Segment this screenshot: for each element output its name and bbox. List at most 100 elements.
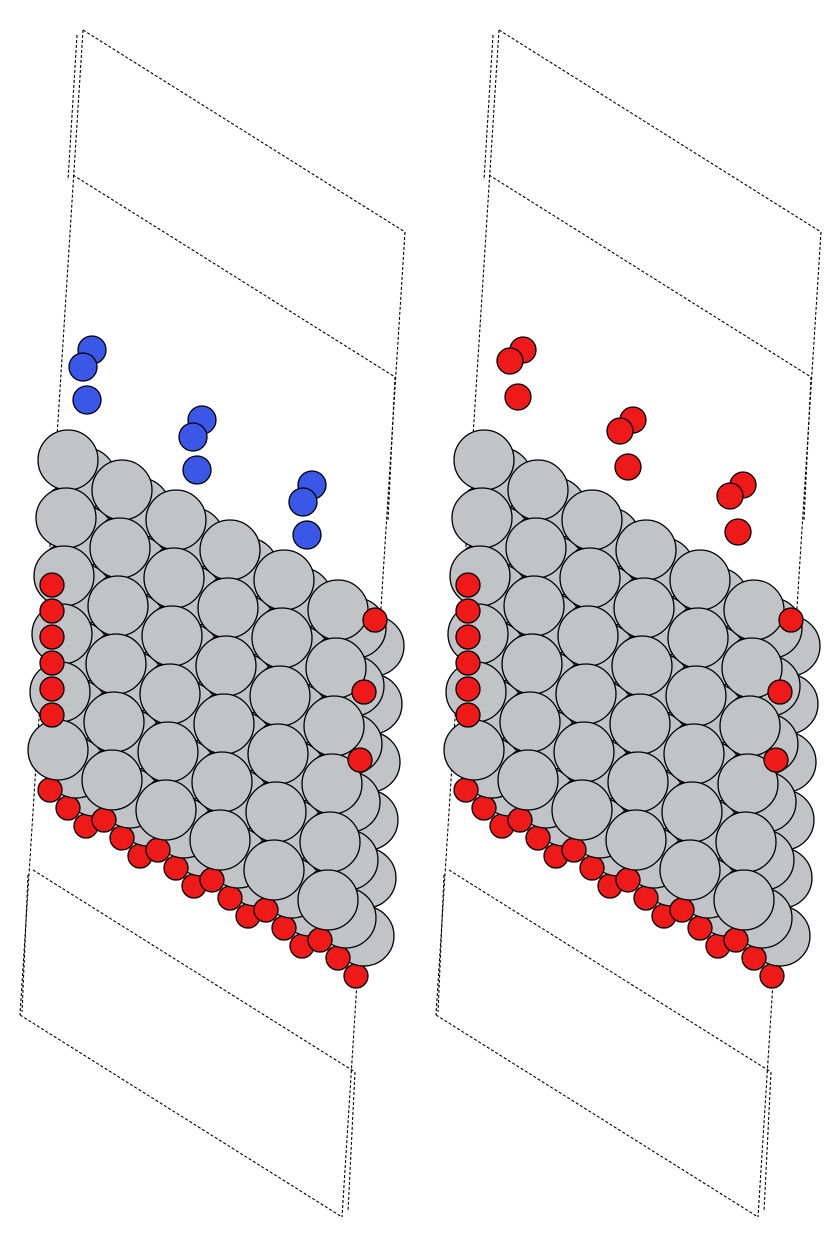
cell-edge	[763, 1071, 772, 1213]
cell-edge	[67, 34, 78, 181]
cell-edge	[387, 376, 396, 521]
oxygen-atom	[453, 777, 479, 803]
metal-atom	[91, 459, 153, 521]
edge-oxygen-atom	[39, 702, 65, 728]
metal-atom	[453, 429, 515, 491]
edge-oxygen-atom	[351, 679, 377, 705]
panel-right	[435, 29, 822, 1218]
edge-oxygen-atom	[39, 624, 65, 650]
edge-oxygen-atom	[455, 702, 481, 728]
metal-atom	[193, 693, 255, 755]
metal-atom	[249, 665, 311, 727]
metal-atom	[667, 607, 729, 669]
adsorbates	[496, 336, 757, 546]
metal-atom	[253, 549, 315, 611]
adsorbate-atom	[504, 383, 532, 411]
oxygen-atom	[723, 927, 749, 953]
metal-atom	[555, 663, 617, 725]
metal-atom	[143, 547, 205, 609]
metal-atom	[559, 547, 621, 609]
edge-oxygen-atom	[763, 747, 789, 773]
metal-atom	[245, 781, 307, 843]
metal-atom	[247, 723, 309, 785]
metal-atom	[85, 633, 147, 695]
cell-edge	[488, 174, 812, 378]
cell-edge	[448, 869, 772, 1073]
oxygen-atom	[741, 945, 767, 971]
metal-atom	[607, 751, 669, 813]
metal-atom	[195, 635, 257, 697]
metal-atom	[443, 719, 505, 781]
oxygen-atom	[145, 837, 171, 863]
adsorbate-atom	[716, 482, 744, 510]
metal-atom	[713, 869, 775, 931]
metal-atom	[609, 693, 671, 755]
metal-atom	[715, 811, 777, 873]
metal-atom	[665, 665, 727, 727]
metal-atom	[87, 575, 149, 637]
metal-atom	[505, 517, 567, 579]
metal-atom	[659, 839, 721, 901]
cell-edge	[19, 29, 84, 1016]
oxygen-atom	[561, 837, 587, 863]
adsorbate-atom	[72, 385, 102, 415]
edge-oxygen-atom	[362, 607, 388, 633]
metal-atom	[501, 633, 563, 695]
edge-oxygen-atom	[455, 572, 481, 598]
adsorbate-atom	[182, 455, 212, 485]
oxygen-atom	[307, 927, 333, 953]
oxygen-atom	[55, 795, 81, 821]
edge-oxygen-atom	[767, 679, 793, 705]
oxygen-atom	[525, 825, 551, 851]
metal-atom	[197, 577, 259, 639]
edge-oxygen-atom	[455, 624, 481, 650]
cell-edge	[498, 29, 822, 233]
metal-atom	[89, 517, 151, 579]
edge-oxygen-atom	[778, 607, 804, 633]
cell-edge	[19, 1014, 343, 1218]
metal-atom	[191, 751, 253, 813]
adsorbate-atom	[724, 518, 752, 546]
edge-oxygen-atom	[455, 676, 481, 702]
metal-atom	[613, 577, 675, 639]
metal-atom	[507, 459, 569, 521]
adsorbates	[68, 335, 327, 550]
metal-atom	[605, 809, 667, 871]
oxygen-atom	[109, 825, 135, 851]
metal-atom	[499, 691, 561, 753]
metal-atom	[615, 519, 677, 581]
metal-atom	[723, 579, 785, 641]
metal-atom	[561, 489, 623, 551]
oxygen-atom	[343, 963, 369, 989]
metal-atom	[141, 605, 203, 667]
cell-edge	[21, 874, 29, 1013]
edge-oxygen-atom	[39, 650, 65, 676]
edge-oxygen-atom	[39, 572, 65, 598]
adsorbate-atom	[178, 422, 208, 452]
metal-atom	[303, 695, 365, 757]
oxygen-atom	[199, 867, 225, 893]
oxygen-atom	[507, 807, 533, 833]
edge-oxygen-atom	[455, 598, 481, 624]
metal-atom	[307, 579, 369, 641]
metal-atom	[551, 779, 613, 841]
adsorbate-atom	[496, 347, 524, 375]
metal-atom	[27, 719, 89, 781]
metal-atom	[299, 811, 361, 873]
oxygen-atom	[325, 945, 351, 971]
metal-atom	[243, 839, 305, 901]
unit-cell-outline	[435, 29, 822, 1218]
cell-edge	[347, 1071, 356, 1213]
metal-atom	[449, 545, 511, 607]
metal-atom	[189, 809, 251, 871]
adsorbate-atom	[68, 352, 98, 382]
slab	[443, 429, 821, 989]
cell-edge	[803, 376, 812, 521]
metal-atom	[199, 519, 261, 581]
metal-atom	[553, 721, 615, 783]
metal-atom	[719, 695, 781, 757]
cell-edge	[435, 29, 500, 1016]
oxygen-atom	[217, 885, 243, 911]
metal-atom	[251, 607, 313, 669]
metal-atom	[451, 487, 513, 549]
